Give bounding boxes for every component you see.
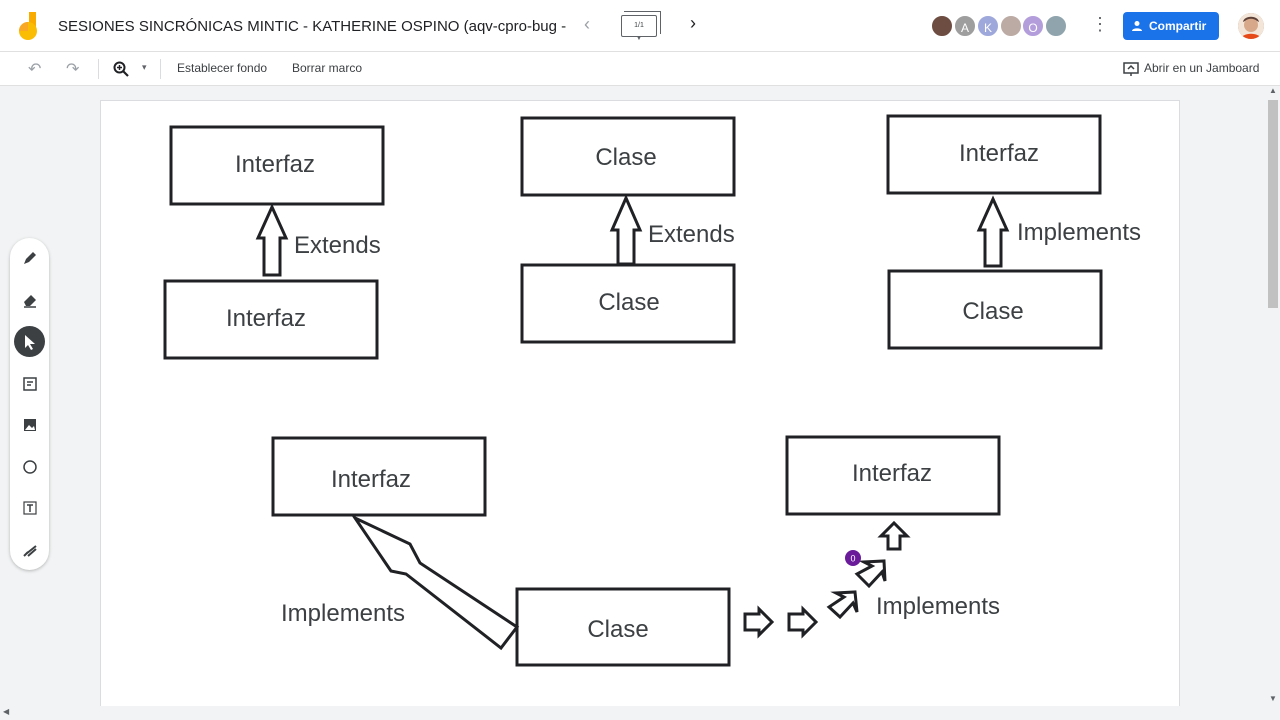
cursor-marker-label: 0 [850,554,855,564]
extends-arrow-icon[interactable] [609,194,643,266]
toolbar-divider [160,59,161,79]
box-label: Clase [598,289,659,316]
eraser-tool[interactable] [14,284,45,315]
zoom-icon[interactable] [113,61,129,77]
open-jamboard-icon[interactable] [1123,61,1139,77]
interface-box[interactable] [785,435,1001,516]
cursor-marker-icon [845,550,861,566]
class-box[interactable] [887,269,1103,350]
box-label: Clase [962,298,1023,325]
chevron-right-icon: › [690,13,696,33]
class-diagram: 0 Interfaz Interfaz Clase Clase Interfaz… [163,114,1141,667]
chevron-left-icon: ‹ [584,14,590,34]
implements-arrow-icon[interactable] [350,514,520,651]
interface-box[interactable] [271,436,487,517]
interface-box[interactable] [886,114,1102,195]
share-button[interactable]: Compartir [1123,12,1219,40]
zoom-dropdown-icon[interactable]: ▾ [142,62,147,72]
scroll-up-icon[interactable]: ▲ [1269,86,1277,95]
eraser-icon [23,294,36,308]
jamboard-logo-icon[interactable] [18,12,40,42]
toolbar-divider [98,59,99,79]
open-in-jamboard-button[interactable]: Abrir en un Jamboard [1144,61,1260,75]
vertical-scrollbar[interactable]: ▲ ▼ [1266,86,1280,706]
undo-icon[interactable]: ↶ [28,61,42,78]
relation-label: Implements [876,593,1000,620]
extends-arrow-icon[interactable] [255,203,289,277]
select-tool[interactable] [14,326,45,357]
next-frame-button[interactable]: › [684,13,702,34]
arrow-right-icon[interactable] [787,605,819,639]
box-label: Interfaz [959,140,1039,167]
box-label: Interfaz [226,305,306,332]
box-label: Interfaz [852,460,932,487]
scroll-left-icon[interactable]: ◀ [3,707,10,716]
pen-tool[interactable] [14,242,45,273]
implements-arrow-icon[interactable] [976,195,1010,268]
image-tool[interactable] [14,409,45,440]
relation-label: Implements [1017,219,1141,246]
collaborator-avatar[interactable] [1044,14,1068,38]
tool-sidebar [10,238,49,570]
person-add-icon [1132,21,1142,31]
sticky-note-tool[interactable] [14,368,45,399]
box-label: Interfaz [235,151,315,178]
relation-label: Extends [294,232,381,259]
sticky-note-icon [22,376,37,391]
caret-down-icon: ▼ [636,36,642,42]
set-background-button[interactable]: Establecer fondo [177,61,268,75]
toolbar: ↶ ↷ ▾ Establecer fondo Borrar marco Abri… [0,52,1280,86]
app-header: SESIONES SINCRÓNICAS MINTIC - KATHERINE … [0,0,1280,52]
frame-indicator[interactable]: 1/1 [621,11,661,37]
laser-tool[interactable] [14,534,45,565]
pen-icon [23,251,36,264]
clear-frame-button[interactable]: Borrar marco [292,61,363,75]
relation-label: Implements [281,600,405,627]
box-label: Clase [595,144,656,171]
image-icon [23,418,36,431]
text-box-icon [22,500,37,515]
arrow-up-right-icon[interactable] [826,590,859,620]
class-box[interactable] [520,116,736,197]
redo-icon[interactable]: ↷ [66,61,80,78]
relation-label: Extends [648,221,735,248]
text-box-tool[interactable] [14,492,45,523]
box-label: Clase [587,616,648,643]
more-options-button[interactable]: ⋮ [1090,14,1110,35]
horizontal-scrollbar[interactable]: ◀ [0,706,1266,720]
user-photo-icon [1238,13,1264,39]
circle-icon [22,459,37,474]
collaborator-avatar[interactable]: K [976,14,1000,38]
arrow-up-icon[interactable] [877,520,911,551]
arrow-up-right-icon[interactable] [854,559,887,589]
user-avatar[interactable] [1238,13,1264,39]
document-title[interactable]: SESIONES SINCRÓNICAS MINTIC - KATHERINE … [58,18,568,35]
shape-tool[interactable] [14,451,45,482]
scroll-thumb[interactable] [1268,100,1278,308]
more-vert-icon: ⋮ [1091,14,1109,34]
interface-box[interactable] [169,125,385,206]
box-label: Interfaz [331,466,411,493]
previous-frame-button[interactable]: ‹ [578,14,596,35]
select-icon [24,334,35,350]
laser-icon [22,544,37,557]
arrow-right-icon[interactable] [743,605,775,639]
share-button-label: Compartir [1149,19,1207,33]
scroll-down-icon[interactable]: ▼ [1269,694,1277,703]
interface-box[interactable] [163,279,379,360]
